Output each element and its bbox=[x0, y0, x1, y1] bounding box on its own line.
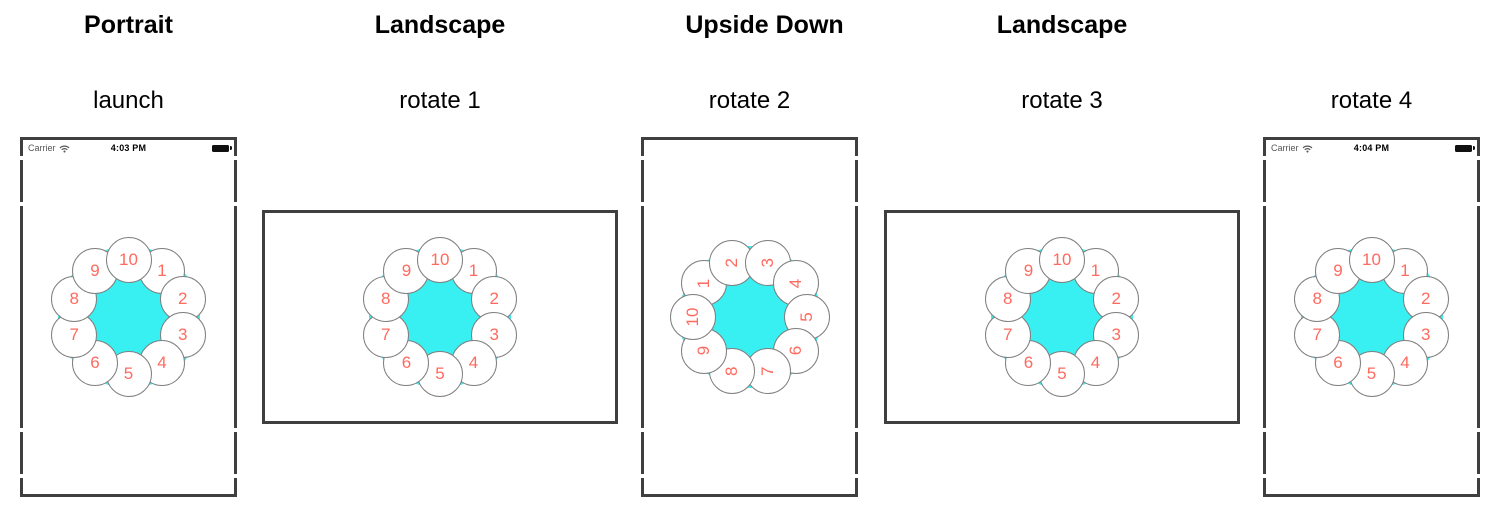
carrier-group: Carrier bbox=[28, 143, 70, 153]
orientation-header-portrait: Portrait bbox=[84, 11, 173, 39]
status-bar: Carrier 4:03 PM bbox=[20, 140, 237, 156]
carrier-label: Carrier bbox=[28, 143, 56, 153]
orientation-header-landscape-1: Landscape bbox=[374, 11, 506, 39]
step-label-rotate-1: rotate 1 bbox=[399, 87, 481, 114]
step-label-rotate-3: rotate 3 bbox=[1021, 87, 1103, 114]
wifi-icon bbox=[1302, 145, 1312, 153]
status-time: 4:03 PM bbox=[110, 143, 147, 153]
number-circle-10: 10 bbox=[105, 237, 152, 283]
step-label-rotate-4: rotate 4 bbox=[1330, 87, 1413, 114]
number-circle-10: 10 bbox=[669, 294, 716, 340]
number-circle-7: 7 bbox=[984, 311, 1031, 358]
step-label-rotate-2: rotate 2 bbox=[708, 87, 791, 114]
carrier-group: Carrier bbox=[1271, 143, 1313, 153]
step-label-launch: launch bbox=[93, 87, 164, 114]
status-time: 4:04 PM bbox=[1353, 143, 1390, 153]
orientation-header-upside-down: Upside Down bbox=[685, 11, 844, 39]
wifi-icon bbox=[59, 145, 69, 153]
number-circle-2: 2 bbox=[1402, 276, 1449, 323]
battery-icon bbox=[1455, 144, 1475, 152]
number-circle-10: 10 bbox=[417, 237, 463, 283]
battery-icon bbox=[212, 144, 232, 152]
status-bar: Carrier 4:04 PM bbox=[1263, 140, 1480, 156]
carrier-label: Carrier bbox=[1271, 143, 1299, 153]
number-circle-10: 10 bbox=[1348, 237, 1395, 283]
orientation-header-landscape-2: Landscape bbox=[996, 11, 1128, 39]
number-circle-10: 10 bbox=[1039, 237, 1085, 283]
